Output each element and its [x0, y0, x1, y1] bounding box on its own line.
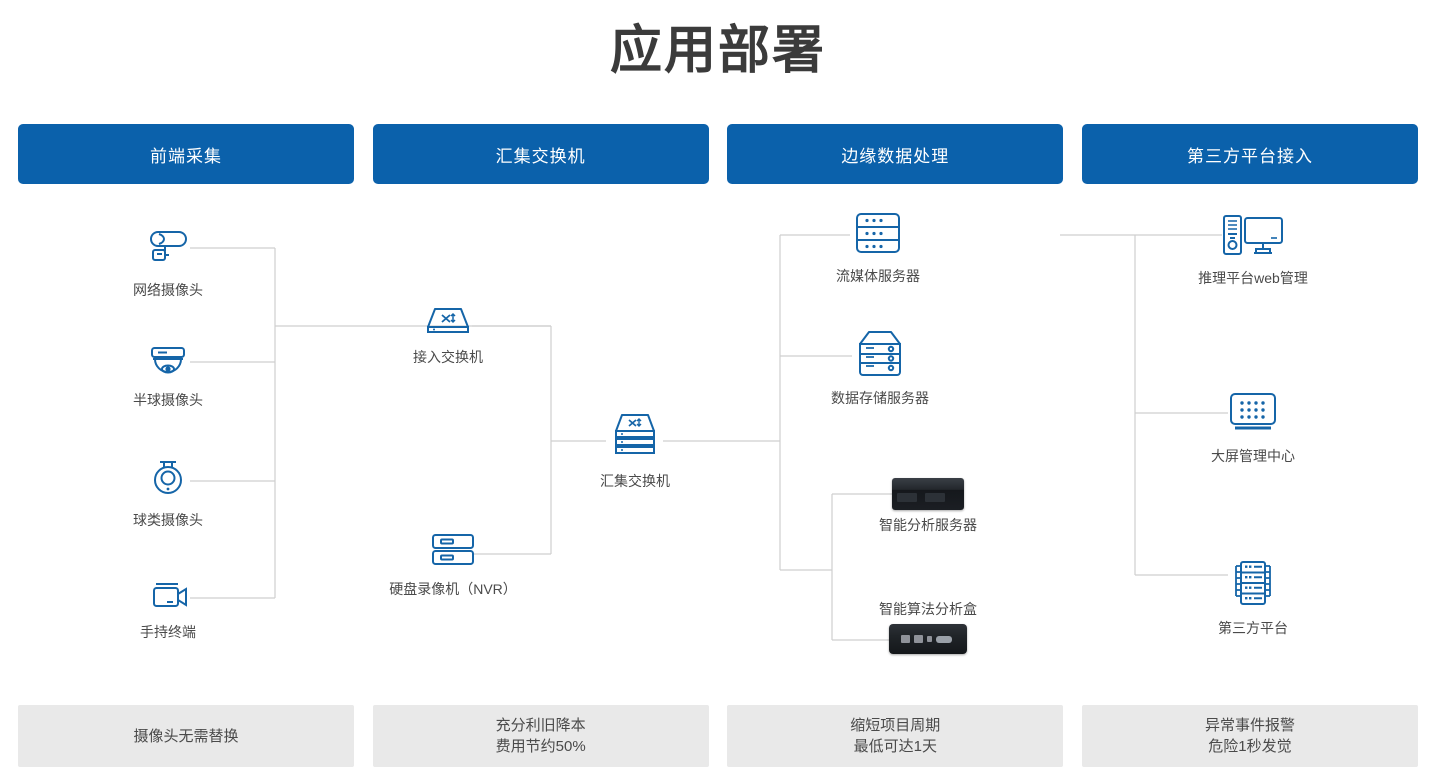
rack-server-icon — [849, 210, 907, 261]
column-header-third-party-access[interactable]: 第三方平台接入 — [1081, 124, 1418, 184]
node-label: 流媒体服务器 — [836, 268, 920, 284]
benefit-line-1: 异常事件报警 — [1204, 717, 1295, 734]
node-ai-algorithm-box[interactable]: 智能算法分析盒 — [878, 600, 978, 654]
node-ip-camera[interactable]: 网络摄像头 — [118, 226, 218, 299]
benefit-card-third-party: 异常事件报警 危险1秒发觉 — [1081, 705, 1418, 767]
switch-icon — [420, 303, 476, 342]
node-video-wall-center[interactable]: 大屏管理中心 — [1203, 390, 1303, 465]
node-ai-analysis-server[interactable]: 智能分析服务器 — [878, 478, 978, 534]
node-ptz-camera[interactable]: 球类摄像头 — [118, 456, 218, 529]
page-title: 应用部署 — [609, 22, 826, 80]
nvr-icon — [425, 531, 481, 574]
column-header-aggregation-switch[interactable]: 汇集交换机 — [372, 124, 709, 184]
benefit-card-front-end: 摄像头无需替换 — [18, 705, 354, 767]
column-header-edge-processing[interactable]: 边缘数据处理 — [727, 124, 1064, 184]
node-nvr[interactable]: 硬盘录像机（NVR） — [378, 531, 528, 598]
desktop-pc-icon — [1218, 212, 1288, 263]
benefit-card-edge: 缩短项目周期 最低可达1天 — [727, 705, 1064, 767]
node-label: 智能算法分析盒 — [879, 601, 977, 617]
node-label: 汇集交换机 — [600, 473, 670, 489]
node-access-switch[interactable]: 接入交换机 — [398, 303, 498, 366]
benefit-line-2: 费用节约50% — [495, 738, 586, 755]
node-label: 第三方平台 — [1218, 620, 1288, 636]
ai-server-photo — [892, 478, 964, 510]
column-header-front-end[interactable]: 前端采集 — [18, 124, 354, 184]
server-rack-icon — [1224, 558, 1282, 613]
bullet-camera-icon — [141, 226, 195, 275]
dome-camera-icon — [141, 344, 195, 385]
node-dome-camera[interactable]: 半球摄像头 — [118, 344, 218, 409]
benefit-line-1: 充分利旧降本 — [495, 717, 586, 734]
benefit-line-2: 危险1秒发觉 — [1208, 738, 1292, 755]
handheld-camcorder-icon — [141, 578, 195, 617]
benefit-row: 摄像头无需替换 充分利旧降本 费用节约50% 缩短项目周期 最低可达1天 异常事… — [18, 705, 1418, 767]
node-label: 球类摄像头 — [133, 512, 203, 528]
io-ports — [901, 635, 952, 643]
node-third-party-platform[interactable]: 第三方平台 — [1203, 558, 1303, 637]
stacked-switch-icon — [606, 411, 664, 466]
ptz-camera-icon — [141, 456, 195, 505]
ai-box-photo — [889, 624, 967, 654]
node-label: 数据存储服务器 — [831, 390, 929, 406]
node-label: 接入交换机 — [413, 349, 483, 365]
node-label: 推理平台web管理 — [1198, 270, 1308, 286]
video-wall-icon — [1224, 390, 1282, 441]
node-label: 手持终端 — [140, 624, 196, 640]
node-label: 网络摄像头 — [133, 282, 203, 298]
node-label: 硬盘录像机（NVR） — [389, 581, 517, 597]
node-label: 大屏管理中心 — [1211, 448, 1295, 464]
benefit-line-1: 摄像头无需替换 — [133, 727, 239, 745]
node-handheld-terminal[interactable]: 手持终端 — [118, 578, 218, 641]
node-aggregation-switch[interactable]: 汇集交换机 — [585, 411, 685, 490]
column-header-row: 前端采集 汇集交换机 边缘数据处理 第三方平台接入 — [18, 124, 1418, 184]
benefit-card-switch: 充分利旧降本 费用节约50% — [372, 705, 709, 767]
storage-server-icon — [852, 328, 908, 383]
benefit-line-2: 最低可达1天 — [853, 738, 937, 755]
benefit-line-1: 缩短项目周期 — [850, 717, 941, 734]
node-streaming-server[interactable]: 流媒体服务器 — [828, 210, 928, 285]
node-label: 智能分析服务器 — [879, 517, 977, 533]
node-inference-web-console[interactable]: 推理平台web管理 — [1198, 212, 1308, 287]
node-data-storage-server[interactable]: 数据存储服务器 — [830, 328, 930, 407]
node-label: 半球摄像头 — [133, 392, 203, 408]
